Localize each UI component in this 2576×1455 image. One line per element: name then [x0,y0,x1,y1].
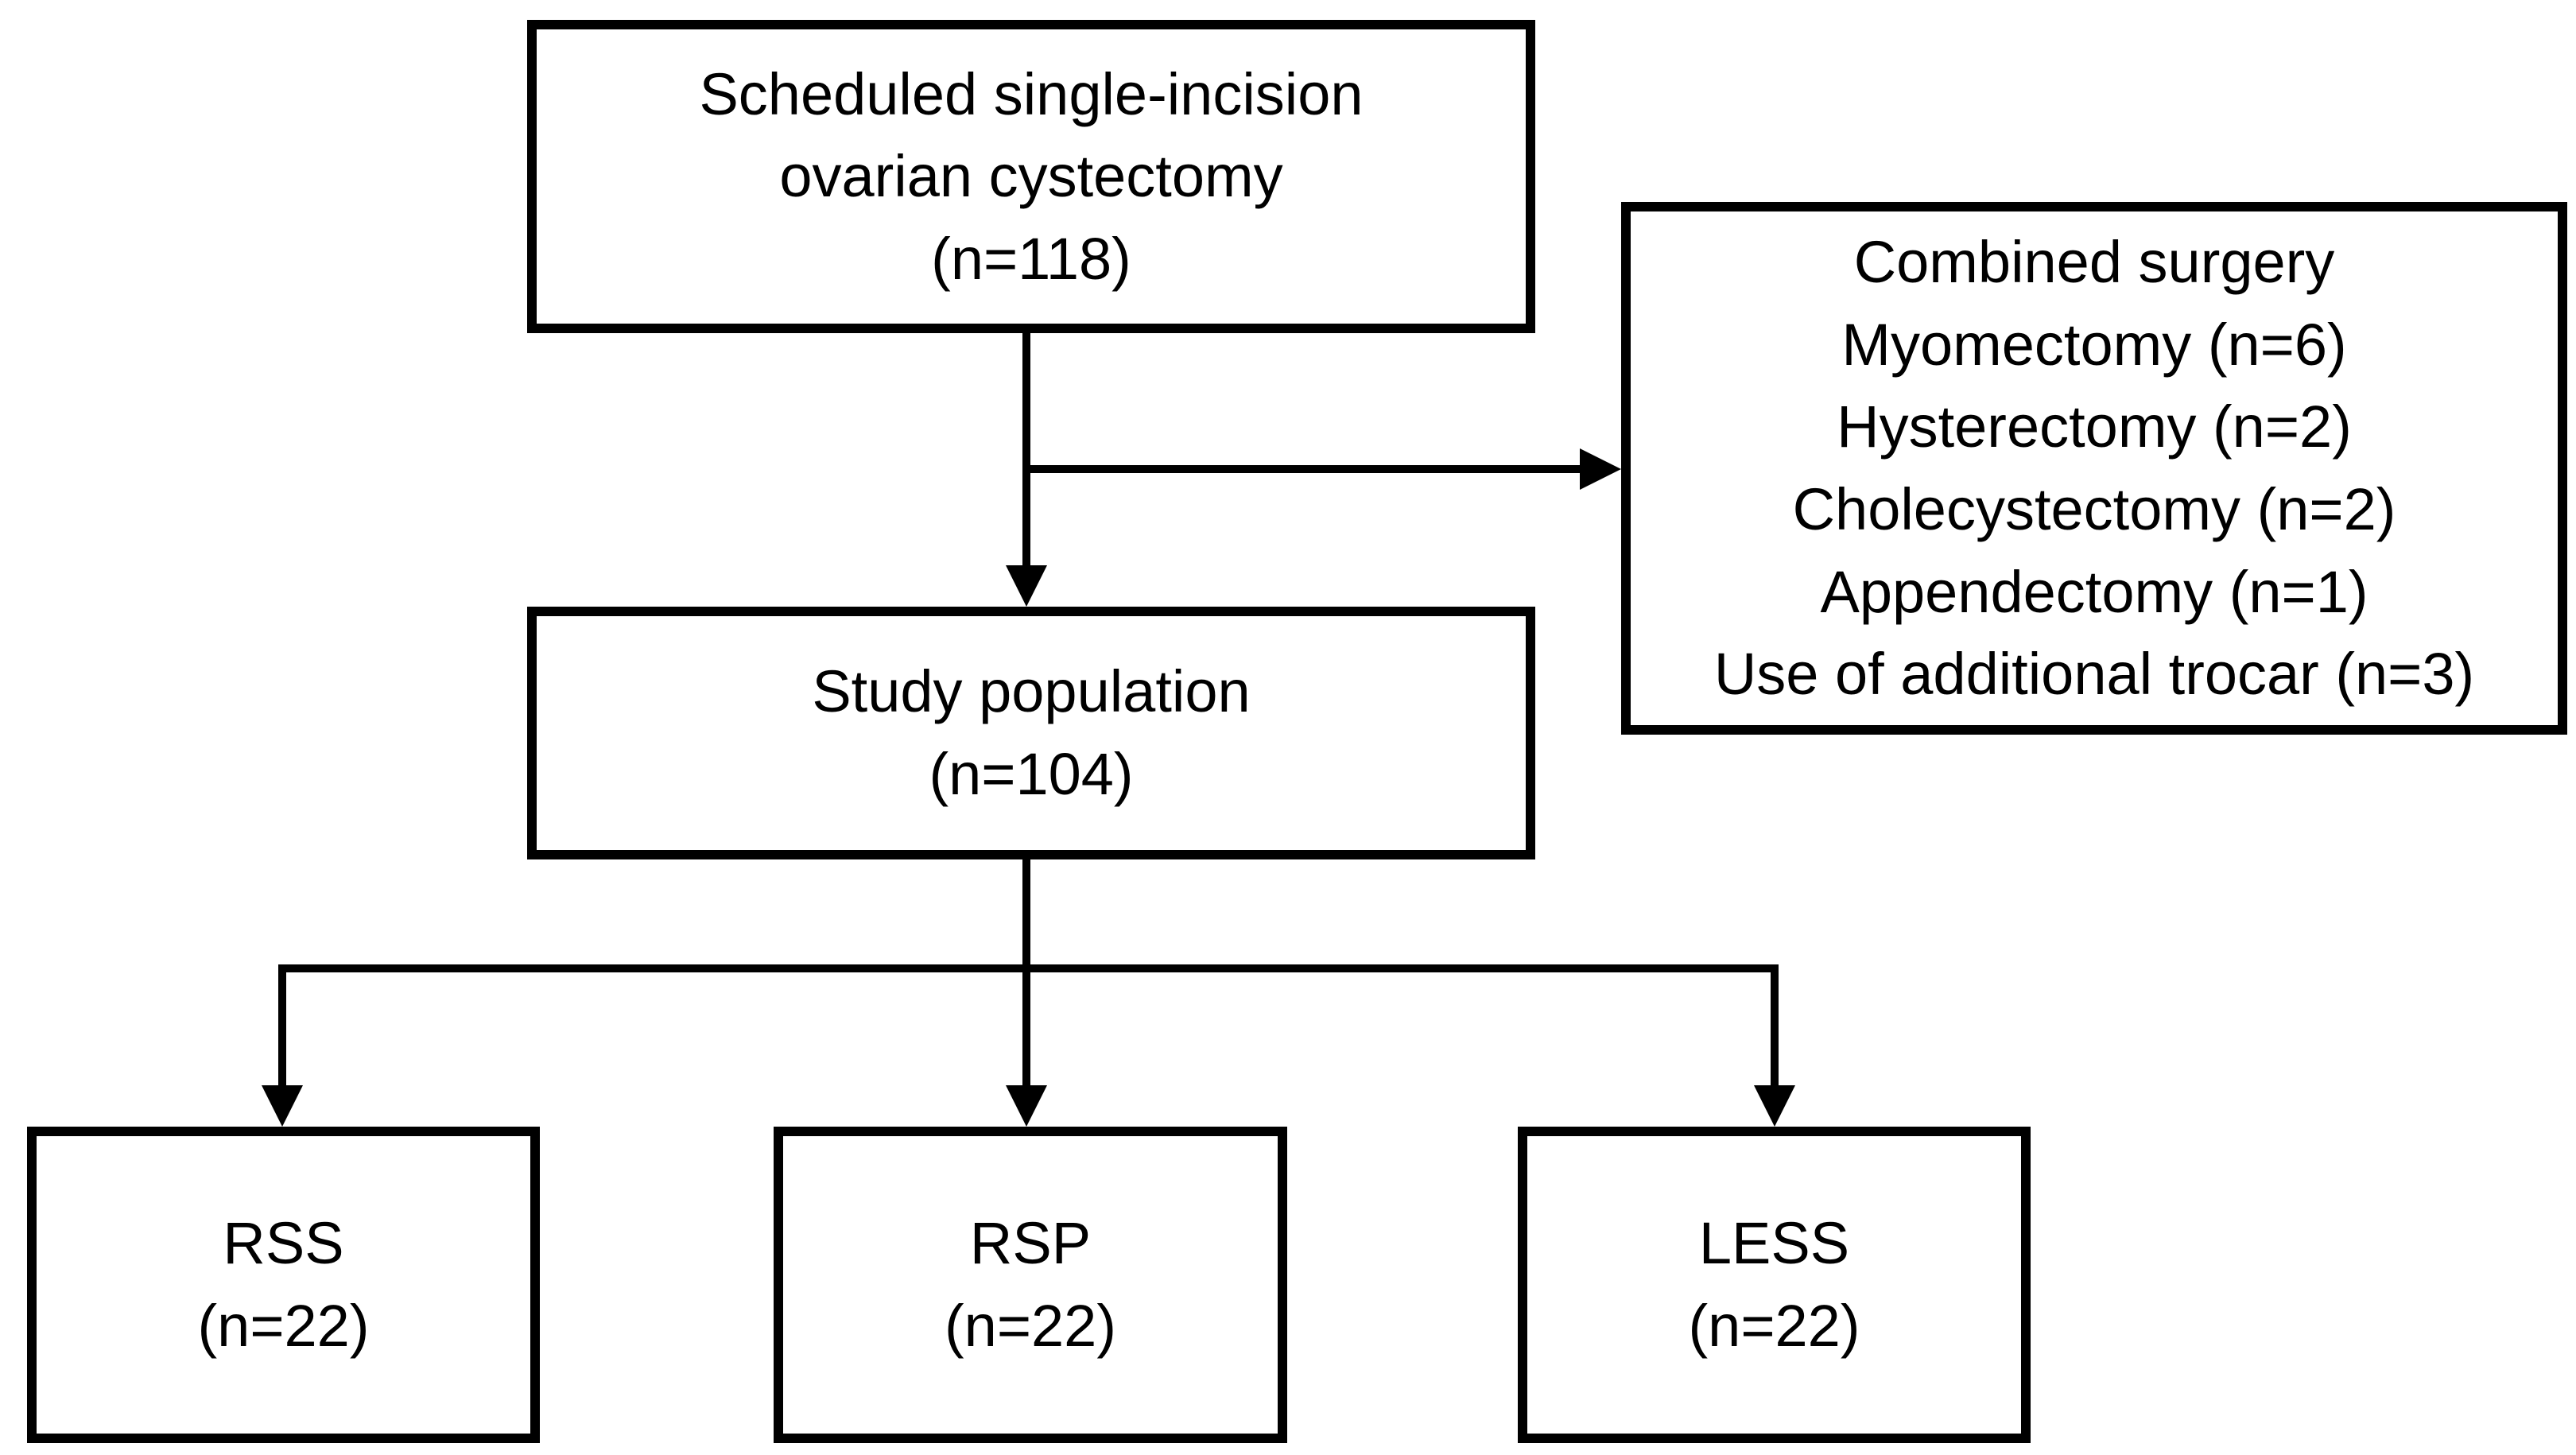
study-population-count: (n=104) [929,741,1134,807]
enrollment-box: Scheduled single-incision ovarian cystec… [527,20,1535,333]
enrollment-count: (n=118) [931,225,1131,292]
group-rss-label: RSS [223,1210,344,1277]
study-population-box: Study population (n=104) [527,607,1535,859]
group-less-label: LESS [1698,1210,1850,1277]
group-rss-count: (n=22) [197,1293,370,1359]
combined-surgery-item-myomectomy: Myomectomy (n=6) [1841,311,2347,378]
enrollment-line-1: Scheduled single-incision [699,60,1364,127]
arrowhead-right-combined-icon [1580,448,1621,490]
connector-split-to-rss [278,964,286,1085]
group-box-less: LESS (n=22) [1518,1127,2031,1443]
combined-surgery-item-appendectomy: Appendectomy (n=1) [1820,558,2368,625]
group-box-rss: RSS (n=22) [27,1127,540,1443]
group-box-rsp: RSP (n=22) [774,1127,1287,1443]
study-population-label: Study population [812,658,1251,725]
group-rsp-count: (n=22) [945,1293,1116,1359]
arrowhead-down-study-icon [1006,565,1047,607]
combined-surgery-item-cholecystectomy: Cholecystectomy (n=2) [1792,476,2396,542]
enrollment-line-2: ovarian cystectomy [779,143,1283,210]
combined-surgery-item-hysterectomy: Hysterectomy (n=2) [1837,394,2352,460]
group-rsp-label: RSP [969,1210,1092,1277]
group-less-count: (n=22) [1688,1293,1860,1359]
combined-surgery-box: Combined surgery Myomectomy (n=6) Hyster… [1621,202,2567,735]
arrowhead-down-rsp-icon [1006,1085,1047,1127]
connector-studybox-to-split [1022,859,1030,1085]
connector-split-to-less [1771,964,1779,1085]
arrowhead-down-less-icon [1754,1085,1795,1127]
arrowhead-down-rss-icon [262,1085,303,1127]
connector-split-horizontal [278,964,1779,972]
connector-branch-to-combined [1022,465,1580,473]
connector-topbox-to-studybox [1022,333,1030,565]
combined-surgery-title: Combined surgery [1853,229,2335,296]
combined-surgery-item-additional-trocar: Use of additional trocar (n=3) [1713,641,2475,708]
